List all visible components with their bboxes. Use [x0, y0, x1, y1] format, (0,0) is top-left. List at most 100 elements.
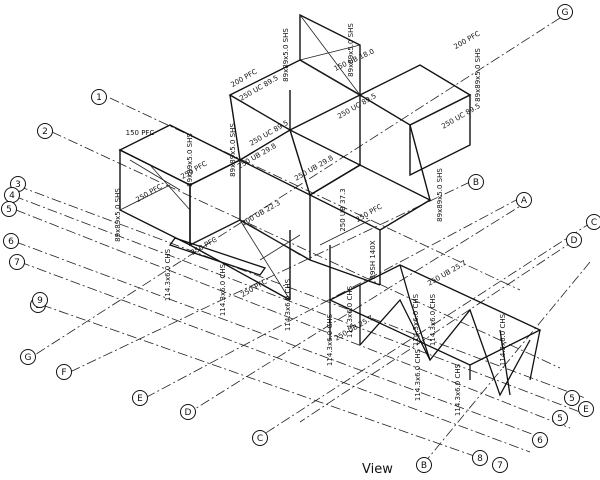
grid-bubble-6: 6 — [3, 233, 19, 249]
member-label: 250 PFC — [135, 183, 164, 204]
grid-bubble-B: B — [468, 174, 484, 190]
grid-bubble-D: D — [566, 232, 582, 248]
grid-bubble-C: C — [252, 430, 268, 446]
grid-bubble-label: 5 — [6, 205, 12, 215]
grid-bubble-circle — [552, 410, 568, 426]
grid-line-4 — [13, 195, 581, 413]
grid-bubble-circle — [516, 192, 532, 208]
grid-bubble-9: 9 — [32, 292, 48, 308]
member-label: 250 UB 29.8 — [293, 154, 335, 183]
grid-bubble-label: F — [61, 368, 66, 378]
grid-bubble-circle — [566, 232, 582, 248]
member-label: 114.3x6.0 CHS — [429, 293, 437, 346]
grid-bubbles: G12345679GFEDCBACDBE567895 — [1, 4, 600, 473]
member-label: 200 UB 22.3 — [240, 199, 282, 228]
grid-bubble-circle — [416, 457, 432, 473]
grid-bubble-circle — [20, 349, 36, 365]
truss-web — [359, 298, 531, 397]
grid-line-6 — [15, 241, 549, 441]
member-label: 250 UB 25.7 — [426, 259, 468, 288]
grid-line-1 — [109, 97, 521, 291]
grid-bubble-circle — [180, 404, 196, 420]
grid-bubble-5: 5 — [1, 201, 17, 217]
grid-bubble-G: G — [557, 4, 573, 20]
grid-bubble-label: 5 — [569, 394, 575, 404]
grid-bubble-circle — [557, 4, 573, 20]
grid-line-B — [299, 239, 576, 423]
member-label: 250 UB 37.3 — [339, 188, 347, 231]
grid-bubble-label: 3 — [15, 180, 21, 190]
grid-line-E — [144, 197, 521, 399]
grid-bubble-5: 5 — [564, 390, 580, 406]
grid-bubble-label: D — [571, 236, 578, 246]
top-box-left-front — [119, 148, 191, 247]
grid-bubble-C: C — [586, 214, 600, 230]
grid-bubble-label: 7 — [497, 461, 503, 471]
grid-bubble-label: C — [257, 434, 263, 444]
member-label: 114.3x6.0 CHS — [412, 293, 420, 346]
member-label: 114.3x6.0 CHS — [164, 248, 172, 301]
grid-bubble-circle — [578, 401, 594, 417]
grid-bubble-circle — [472, 450, 488, 466]
grid-bubble-5: 5 — [552, 410, 568, 426]
grid-line-2 — [51, 131, 561, 369]
grid-bubble-circle — [132, 390, 148, 406]
grid-bubble-F: F — [56, 364, 72, 380]
grid-bubble-label: C — [591, 218, 597, 228]
grid-bubble-D: D — [180, 404, 196, 420]
view-caption: View — [362, 462, 393, 477]
grid-bubble-circle — [32, 292, 48, 308]
grid-bubble-E: E — [132, 390, 148, 406]
grid-line-7 — [19, 261, 531, 453]
member-label: 89SH 140X — [369, 240, 377, 279]
grid-bubble-label: G — [562, 8, 569, 18]
lower-platform — [328, 264, 542, 397]
member-label: 89x89x5.0 SHS — [347, 23, 355, 77]
grid-bubble-circle — [492, 457, 508, 473]
grid-bubble-label: 4 — [9, 191, 15, 201]
grid-bubble-6: 6 — [532, 432, 548, 448]
grid-bubble-label: 1 — [96, 93, 102, 103]
grid-bubble-B: B — [416, 457, 432, 473]
grid-bubble-label: A — [521, 196, 528, 206]
member-label: 250 PFC — [190, 236, 219, 257]
member-label: 114.3x6.0 CHS — [414, 348, 422, 401]
grid-line-A — [424, 261, 591, 463]
grid-bubble-8: 8 — [472, 450, 488, 466]
grid-bubble-circle — [1, 201, 17, 217]
grid-bubble-circle — [9, 254, 25, 270]
grid-line-F — [69, 181, 471, 373]
member-label: 250 UB 25.7 — [333, 314, 375, 343]
grid-bubble-circle — [564, 390, 580, 406]
bracing — [119, 14, 471, 301]
grid-bubble-circle — [91, 89, 107, 105]
member-label: 150 PFC — [126, 129, 155, 137]
grid-bubble-label: G — [25, 353, 32, 363]
member-label: 89x89x5.0 SHS — [436, 168, 444, 222]
grid-lines — [13, 17, 593, 463]
member-label: 250 UB 29.8 — [236, 142, 278, 171]
grid-bubble-1: 1 — [91, 89, 107, 105]
grid-bubble-label: 8 — [477, 454, 483, 464]
grid-bubble-circle — [468, 174, 484, 190]
grid-bubble-7: 7 — [9, 254, 25, 270]
grid-line-C — [257, 221, 593, 439]
grid-bubble-label: 5 — [557, 414, 563, 424]
member-label: 114.3x6.0 CHS — [499, 313, 507, 366]
grid-bubble-circle — [586, 214, 600, 230]
grid-line-3 — [17, 185, 586, 399]
ground-beam — [168, 237, 267, 276]
grid-bubble-circle — [56, 364, 72, 380]
grid-bubble-label: 2 — [42, 127, 48, 137]
grid-bubble-4: 4 — [4, 187, 20, 203]
member-label: 114.3x6.0 CHS — [326, 313, 334, 366]
grid-bubble-2: 2 — [37, 123, 53, 139]
member-label: 114.3x6.0 CHS — [346, 285, 354, 338]
member-label: 89x89x5.0 SHS — [114, 188, 122, 242]
grid-bubble-label: 6 — [8, 237, 14, 247]
member-label: 114.3x6.0 CHS — [284, 278, 292, 331]
grid-bubble-circle — [252, 430, 268, 446]
member-label: 114.3x6.0 CHS — [219, 263, 227, 316]
member-label: 89x89x5.0 SHS — [474, 48, 482, 102]
